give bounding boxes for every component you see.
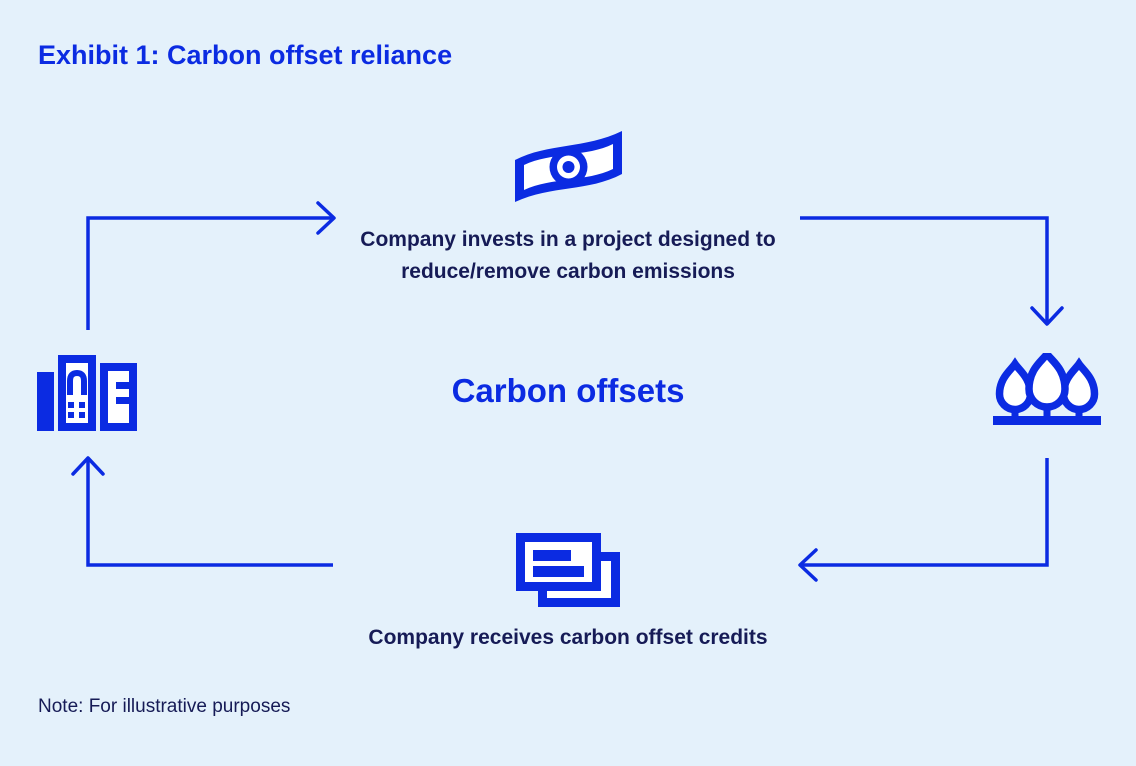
- arrow-bottom-to-left: [71, 456, 333, 567]
- banknote-icon: [515, 130, 622, 203]
- top-caption: Company invests in a project designed to…: [360, 228, 776, 283]
- page-title: Exhibit 1: Carbon offset reliance: [38, 40, 453, 70]
- arrow-top-to-right: [800, 216, 1064, 326]
- arrow-right-to-bottom: [798, 458, 1049, 582]
- trees-icon: [993, 347, 1101, 425]
- center-label: Carbon offsets: [451, 372, 685, 409]
- bottom-caption: Company receives carbon offset credits: [368, 626, 768, 649]
- buildings-icon: [37, 355, 137, 431]
- credit-documents-icon: [516, 533, 620, 607]
- footnote: Note: For illustrative purposes: [38, 696, 291, 717]
- arrow-left-to-top: [86, 201, 336, 330]
